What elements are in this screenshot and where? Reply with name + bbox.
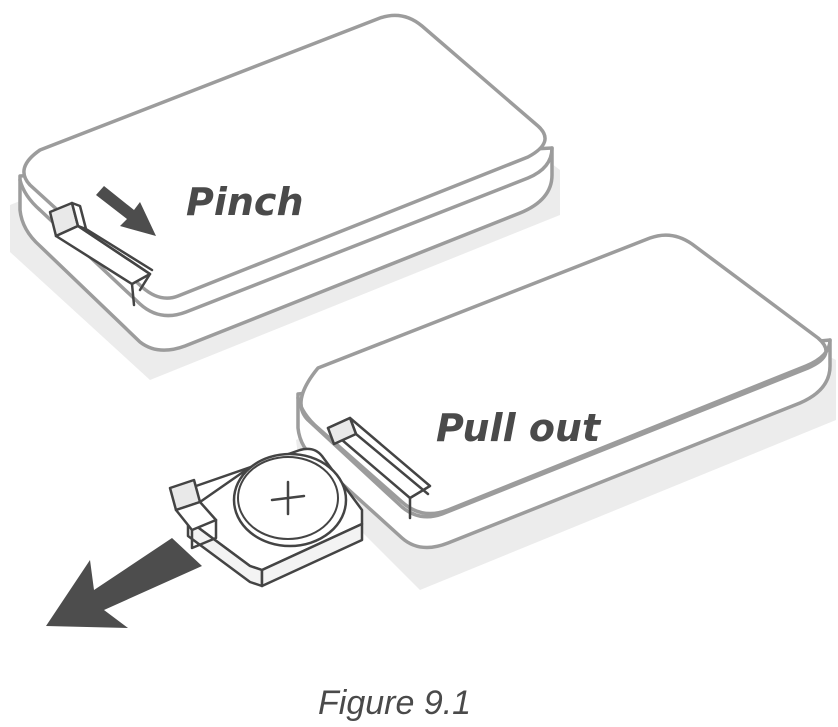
pull-out-label: Pull out [436,406,602,450]
remote-top-face [22,13,547,300]
remote-top-edge [18,146,554,318]
figure-caption: Figure 9.1 [318,684,471,722]
remote-bottom: Pull out [296,233,836,590]
pull-out-arrow-icon [46,538,202,628]
battery-tray-latch [48,201,154,307]
remote-bottom-edge [296,338,832,516]
battery-tray [168,447,364,588]
remote-top: Pinch [10,13,560,380]
pinch-arrow-icon [96,186,156,236]
battery-slot [326,416,432,520]
plus-icon [270,480,306,516]
pinch-label: Pinch [186,180,304,224]
coin-battery [232,452,348,548]
